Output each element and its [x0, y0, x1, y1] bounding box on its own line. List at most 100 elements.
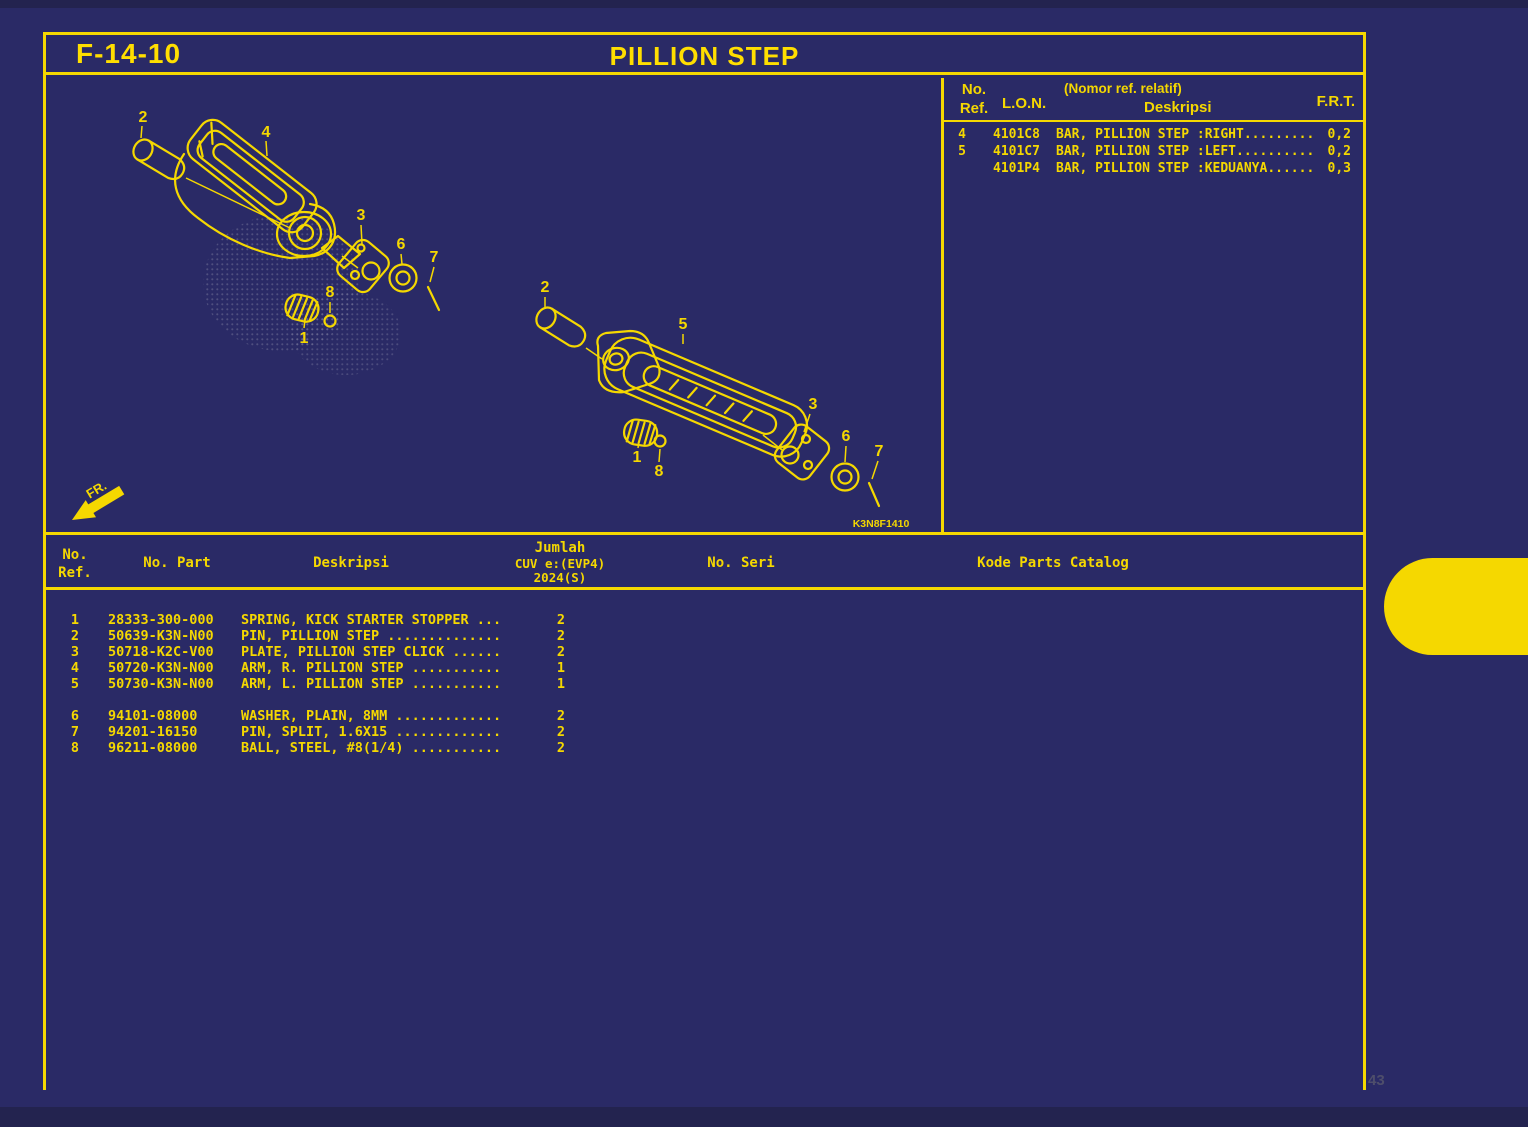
steel-ball	[653, 434, 667, 448]
callout-2: 2	[541, 279, 550, 296]
arm-right-pillion-step	[174, 118, 362, 270]
frt-value: 0,2	[1327, 127, 1351, 142]
table-row: 4 4101C8 BAR, PILLION STEP :RIGHT.......…	[944, 126, 1363, 143]
pin-pillion-step	[132, 138, 186, 181]
description: BAR, PILLION STEP :LEFT..........	[1056, 144, 1315, 159]
col-header-note: (Nomor ref. relatif)	[1064, 81, 1182, 96]
split-pin	[867, 481, 881, 508]
callout-6: 6	[397, 236, 406, 253]
plate-step-click	[773, 423, 831, 481]
col-header-no-ref: No. Ref.	[58, 547, 92, 582]
callout-3: 3	[357, 207, 366, 224]
description: PIN, PILLION STEP ..............	[241, 628, 502, 644]
quantity: 1	[556, 676, 566, 692]
left-step-diagram: 2 5 3 6 7 1 8 K3N8F1410	[535, 279, 910, 530]
description: ARM, R. PILLION STEP ...........	[241, 660, 502, 676]
quantity: 2	[556, 724, 566, 740]
frt-value: 0,3	[1327, 161, 1351, 176]
quantity: 2	[556, 740, 566, 756]
col-header-kode-parts-catalog: Kode Parts Catalog	[977, 555, 1129, 571]
table-row: 1 28333-300-000 SPRING, KICK STARTER STO…	[46, 612, 1363, 628]
col-header-lon: L.O.N.	[1002, 95, 1047, 112]
quantity: 2	[556, 708, 566, 724]
frt-value: 0,2	[1327, 144, 1351, 159]
parts-table-body: 1 28333-300-000 SPRING, KICK STARTER STO…	[46, 593, 1363, 1090]
callout-1: 1	[300, 330, 309, 347]
ref-number: 6	[70, 708, 80, 724]
callout-5: 5	[679, 316, 688, 333]
title-band: F-14-10 PILLION STEP	[46, 35, 1363, 75]
lon-code: 4101C7	[993, 144, 1040, 159]
ref-number: 8	[70, 740, 80, 756]
part-number: 96211-08000	[108, 740, 198, 756]
catalog-page-frame: F-14-10 PILLION STEP	[43, 32, 1366, 1090]
col-header-no-ref: No. Ref.	[959, 81, 989, 117]
quantity: 2	[556, 644, 566, 660]
table-row: 4 50720-K3N-N00 ARM, R. PILLION STEP ...…	[46, 660, 1363, 676]
callout-8: 8	[655, 463, 664, 480]
part-number: 94101-08000	[108, 708, 198, 724]
quantity: 2	[556, 628, 566, 644]
spring	[622, 418, 659, 447]
part-number: 94201-16150	[108, 724, 198, 740]
description: PIN, SPLIT, 1.6X15 .............	[241, 724, 502, 740]
lon-table-body: 4 4101C8 BAR, PILLION STEP :RIGHT.......…	[944, 122, 1363, 177]
col-header-jumlah: Jumlah CUV e:(EVP4) 2024(S)	[514, 540, 606, 586]
page-title: PILLION STEP	[609, 41, 800, 71]
pin-pillion-step	[535, 306, 587, 348]
parts-table-header: No. Ref. No. Part Deskripsi Jumlah CUV e…	[46, 538, 1363, 590]
col-header-no-seri: No. Seri	[707, 555, 775, 571]
table-row: 5 50730-K3N-N00 ARM, L. PILLION STEP ...…	[46, 676, 1363, 692]
drawing-code: K3N8F1410	[853, 518, 910, 530]
split-pin	[426, 285, 441, 312]
description: BAR, PILLION STEP :KEDUANYA......	[1056, 161, 1315, 176]
table-row: 3 50718-K2C-V00 PLATE, PILLION STEP CLIC…	[46, 644, 1363, 660]
part-number: 50718-K2C-V00	[108, 644, 214, 660]
ref-number	[944, 160, 980, 177]
callout-1: 1	[633, 449, 642, 466]
table-row: 7 94201-16150 PIN, SPLIT, 1.6X15 .......…	[46, 724, 1363, 740]
top-edge-shade	[0, 0, 1528, 8]
callout-7: 7	[430, 249, 439, 266]
right-step-diagram: 2 4 3 6 7 8 1	[132, 109, 441, 375]
front-direction-arrow: FR.	[72, 478, 125, 520]
callout-2: 2	[139, 109, 148, 126]
page-index-tab[interactable]	[1384, 558, 1528, 655]
washer-plain	[830, 462, 860, 492]
ref-number: 2	[70, 628, 80, 644]
ref-number: 7	[70, 724, 80, 740]
exploded-parts-diagram: 2 4 3 6 7 8 1	[72, 109, 910, 530]
washer-plain	[388, 263, 418, 293]
col-header-no-part: No. Part	[143, 555, 211, 571]
section-code: F-14-10	[76, 38, 182, 69]
ref-number: 3	[70, 644, 80, 660]
table-row: 4101P4 BAR, PILLION STEP :KEDUANYA......…	[944, 160, 1363, 177]
description: ARM, L. PILLION STEP ...........	[241, 676, 502, 692]
lon-code: 4101C8	[993, 127, 1040, 142]
ref-number: 4	[70, 660, 80, 676]
table-row: 2 50639-K3N-N00 PIN, PILLION STEP ......…	[46, 628, 1363, 644]
lon-table-header: No. Ref. L.O.N. (Nomor ref. relatif) Des…	[944, 78, 1363, 122]
table-row: 8 96211-08000 BALL, STEEL, #8(1/4) .....…	[46, 740, 1363, 756]
ref-number: 5	[958, 144, 966, 159]
quantity: 1	[556, 660, 566, 676]
callout-8: 8	[326, 284, 335, 301]
description: PLATE, PILLION STEP CLICK ......	[241, 644, 502, 660]
description: WASHER, PLAIN, 8MM .............	[241, 708, 502, 724]
description: BAR, PILLION STEP :RIGHT.........	[1056, 127, 1315, 142]
col-header-frt: F.R.T.	[1316, 93, 1355, 110]
description: BALL, STEEL, #8(1/4) ...........	[241, 740, 502, 756]
steel-ball	[323, 314, 337, 328]
lon-reference-table: No. Ref. L.O.N. (Nomor ref. relatif) Des…	[941, 78, 1363, 532]
callout-3: 3	[809, 396, 818, 413]
bottom-edge-shade	[0, 1107, 1528, 1127]
lon-code: 4101P4	[993, 161, 1040, 176]
description: SPRING, KICK STARTER STOPPER ...	[241, 612, 502, 628]
table-row: 5 4101C7 BAR, PILLION STEP :LEFT........…	[944, 143, 1363, 160]
spring	[284, 293, 320, 323]
content-area: 2 4 3 6 7 8 1	[46, 78, 1363, 535]
part-number: 50639-K3N-N00	[108, 628, 214, 644]
part-number: 50720-K3N-N00	[108, 660, 214, 676]
callout-6: 6	[842, 428, 851, 445]
col-header-deskripsi: Deskripsi	[1144, 99, 1212, 116]
